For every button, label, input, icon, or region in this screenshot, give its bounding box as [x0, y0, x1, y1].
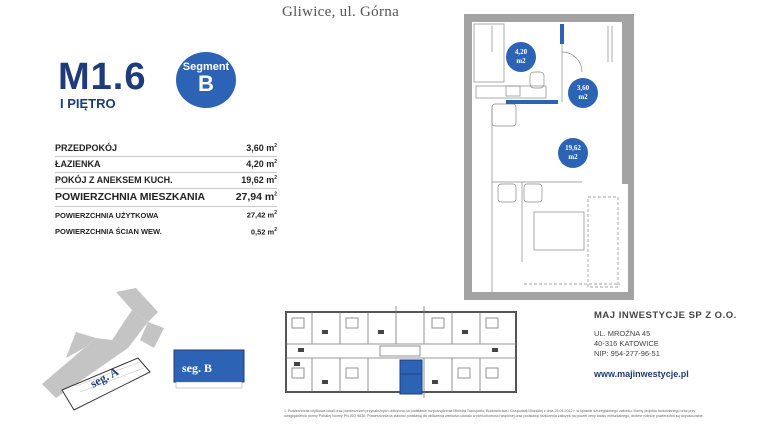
area-table: PRZEDPOKÓJ 3,60 m2 ŁAZIENKA 4,20 m2 POKÓ…: [55, 141, 277, 240]
area-name: ŁAZIENKA: [55, 159, 101, 169]
company-city: 40-316 KATOWICE: [594, 339, 659, 348]
site-plan: seg. A seg. B: [36, 288, 246, 418]
area-row: PRZEDPOKÓJ 3,60 m2: [55, 141, 277, 157]
company-nip: NIP: 954-277-96-51: [594, 349, 660, 358]
extra-row: POWIERZCHNIA ŚCIAN WEW. 0,52 m2: [55, 226, 277, 237]
area-value: 4,20 m: [246, 159, 275, 169]
segment-label: Segment: [182, 61, 230, 73]
website-link[interactable]: www.majinwestycje.pl: [594, 369, 689, 379]
area-value: 19,62 m: [241, 175, 275, 185]
extra-name: POWIERZCHNIA UŻYTKOWA: [55, 210, 159, 220]
footnote: 1. Powierzchnia użytkowa lokali oraz pom…: [284, 409, 704, 418]
segment-badge: Segment B: [176, 52, 236, 108]
total-value: 27,94 m: [235, 191, 275, 203]
total-name: POWIERZCHNIA MIESZKANIA: [55, 191, 206, 203]
floor-plan-drawing: [464, 14, 634, 300]
company-block: MAJ INWESTYCJE SP Z O.O. UL. MROŹNA 45 4…: [594, 310, 737, 379]
area-name: POKÓJ Z ANEKSEM KUCH.: [55, 175, 173, 185]
company-name: MAJ INWESTYCJE SP Z O.O.: [594, 310, 737, 321]
location-title: Gliwice, ul. Górna: [282, 4, 400, 20]
area-row: ŁAZIENKA 4,20 m2: [55, 157, 277, 173]
area-name: PRZEDPOKÓJ: [55, 143, 118, 153]
seg-b-label: seg. B: [182, 361, 212, 375]
building-floor-plan: [282, 302, 522, 402]
segment-letter: B: [198, 71, 214, 96]
unit-code: M1.6: [58, 56, 147, 98]
building-floor-plan-drawing: [285, 306, 517, 398]
company-street: UL. MROŹNA 45: [594, 329, 651, 338]
site-plan-drawing: seg. A seg. B: [42, 288, 245, 411]
extra-name: POWIERZCHNIA ŚCIAN WEW.: [55, 227, 162, 236]
area-value: 3,60 m: [246, 143, 275, 153]
total-row: POWIERZCHNIA MIESZKANIA 27,94 m2: [55, 189, 277, 207]
area-row: POKÓJ Z ANEKSEM KUCH. 19,62 m2: [55, 173, 277, 189]
extra-value: 0,52 m: [250, 227, 275, 236]
extra-value: 27,42 m: [246, 210, 275, 220]
extra-row: POWIERZCHNIA UŻYTKOWA 27,42 m2: [55, 210, 277, 220]
floor-label: I PIĘTRO: [60, 96, 116, 111]
